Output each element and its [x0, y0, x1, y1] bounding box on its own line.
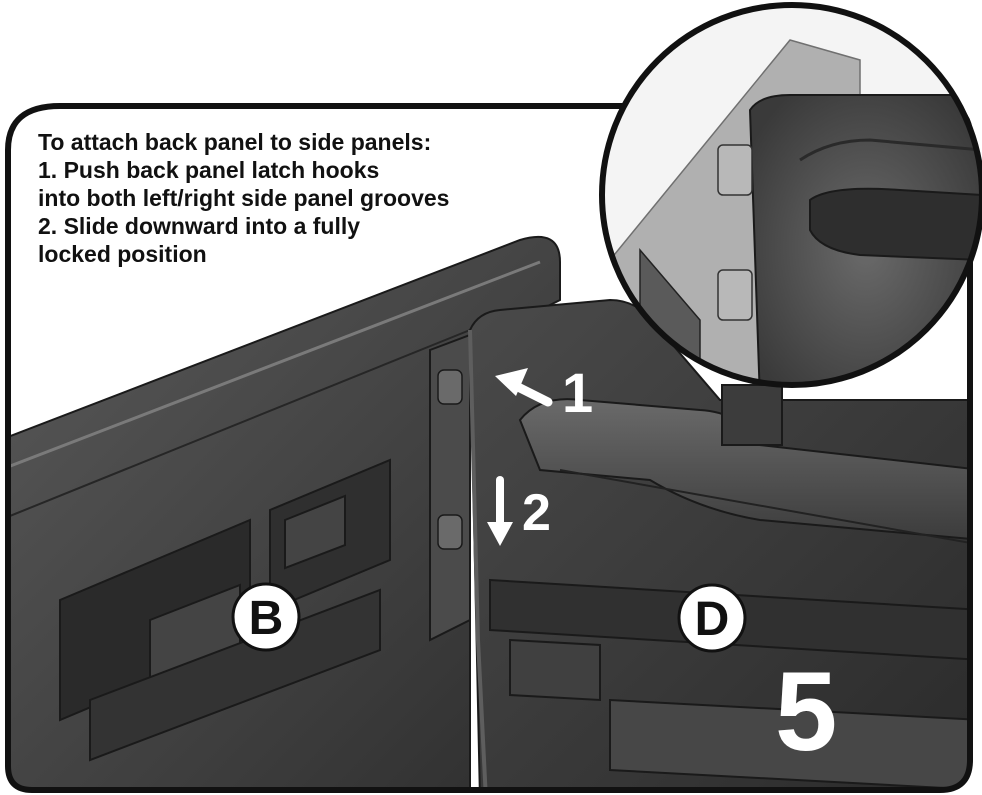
step-2-label: 2	[522, 484, 551, 542]
instruction-line-3: 2. Slide downward into a fully	[38, 213, 361, 239]
step-2-callout: 2	[487, 476, 551, 546]
side-panel-d	[468, 298, 970, 790]
part-label-b: B	[249, 592, 284, 645]
part-badge-d: D	[677, 583, 747, 653]
back-panel-b	[8, 235, 561, 790]
instruction-line-2: into both left/right side panel grooves	[38, 185, 450, 211]
step-number: 5	[775, 649, 837, 774]
instruction-line-4: locked position	[38, 241, 207, 267]
step-1-callout: 1	[495, 361, 593, 424]
instruction-line-1: 1. Push back panel latch hooks	[38, 157, 380, 183]
instructions-title: To attach back panel to side panels:	[38, 129, 432, 155]
zoom-inset	[599, 2, 982, 388]
part-label-d: D	[695, 593, 730, 646]
step-1-label: 1	[562, 361, 593, 424]
arrow-down-icon	[487, 476, 513, 546]
part-badge-b: B	[231, 582, 301, 652]
instructions-block: To attach back panel to side panels: 1. …	[38, 128, 558, 268]
arrow-up-left-icon	[495, 368, 553, 407]
